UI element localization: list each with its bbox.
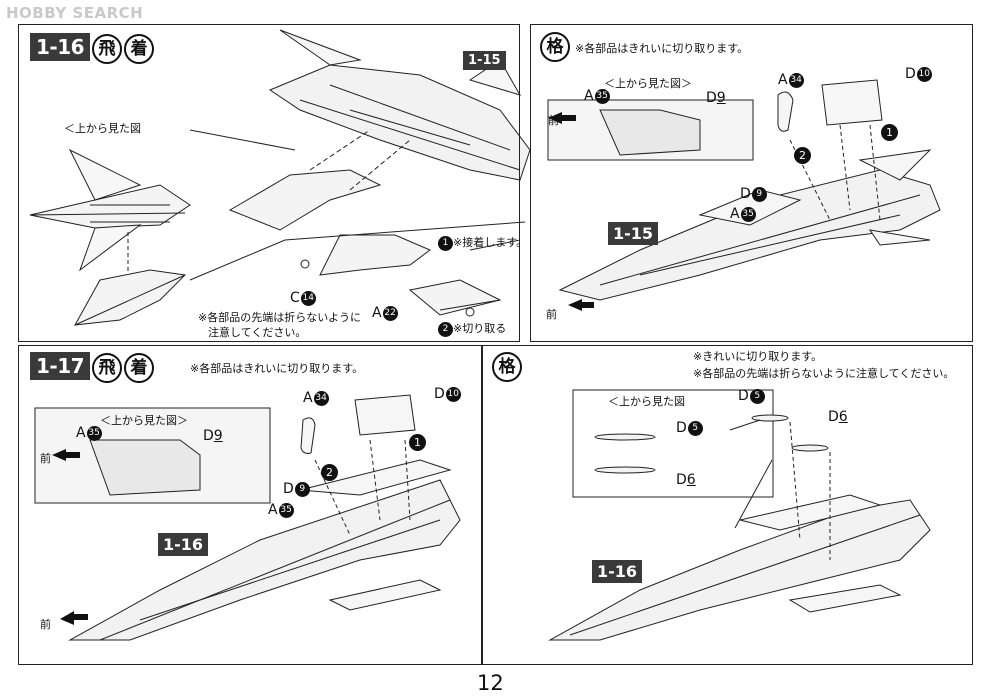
wing-part-2 — [228, 169, 502, 316]
panel-step-2 — [530, 24, 973, 342]
step-marker-2: 2 — [793, 145, 811, 164]
step-marker-2: 2 — [320, 462, 338, 481]
step-marker-1: 1 — [880, 122, 898, 141]
wing-part-1 — [74, 269, 187, 326]
panel-step-4 — [482, 345, 973, 665]
caution-note: ※各部品の先端は折らないように注意してください。 — [693, 367, 955, 380]
front-label: 前 — [40, 618, 51, 631]
kanji-stow-icon: 格 — [492, 352, 522, 382]
kanji-fly-icon: 飛 — [92, 34, 122, 64]
inset-title: ＜上から見た図＞ — [604, 77, 692, 90]
step-marker-1: 1 — [408, 432, 426, 451]
callout-1: 1※接着します。 — [437, 234, 527, 251]
ship-main-4 — [548, 494, 931, 641]
page-number: 12 — [477, 671, 504, 695]
kanji-stow-icon: 格 — [540, 32, 570, 62]
panel-step-1-16 — [18, 24, 520, 342]
kanji-land-icon: 着 — [124, 353, 154, 383]
panel-step-1-17 — [18, 345, 482, 665]
front-label: 前 — [546, 308, 557, 321]
cut-note: ※各部品はきれいに切り取ります。 — [190, 362, 364, 375]
ship-top-view-1 — [29, 148, 191, 272]
callout-2: 2※切り取る — [437, 320, 506, 337]
part-label-d9: D9 — [203, 428, 223, 444]
ref-tag-1-15: 1-15 — [463, 51, 506, 70]
kanji-land-icon: 着 — [124, 34, 154, 64]
inset-title: ＜上から見た図 — [608, 395, 685, 408]
part-label-d6b: D6 — [828, 409, 848, 425]
front-label: 前 — [40, 452, 51, 465]
kanji-fly-icon: 飛 — [92, 353, 122, 383]
ship-main-2 — [558, 149, 941, 301]
inset-title: ＜上から見た図 — [64, 122, 141, 135]
ship-main-1 — [268, 29, 531, 181]
front-label: 前 — [548, 114, 559, 127]
caution-note: ※各部品の先端は折らないように 注意してください。 — [198, 311, 361, 339]
step-number-1-16: 1-16 — [30, 33, 91, 61]
part-label-d6: D6 — [676, 472, 696, 488]
cut-note: ※各部品はきれいに切り取ります。 — [575, 42, 749, 55]
inset-title: ＜上から見た図＞ — [100, 414, 188, 427]
ref-tag-1-16: 1-16 — [592, 560, 643, 583]
watermark-logo: HOBBY SEARCH — [6, 4, 144, 22]
cut-note: ※きれいに切り取ります。 — [693, 350, 823, 363]
part-label-d9: D9 — [706, 90, 726, 106]
step-number-1-17: 1-17 — [30, 352, 91, 380]
ref-tag-1-16: 1-16 — [158, 533, 209, 556]
ref-tag-1-15: 1-15 — [608, 222, 659, 245]
